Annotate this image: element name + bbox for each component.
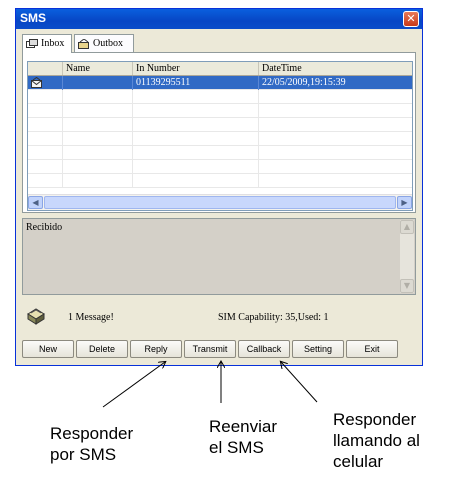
table-row (28, 132, 412, 146)
vertical-scrollbar[interactable]: ▲ ▼ (400, 220, 414, 293)
message-preview[interactable]: Recibido ▲ ▼ (22, 218, 416, 295)
list-header: Name In Number DateTime (28, 62, 412, 76)
table-row (28, 90, 412, 104)
tab-outbox[interactable]: Outbox (74, 34, 134, 52)
title-bar[interactable]: SMS ✕ (16, 9, 422, 29)
column-header-icon[interactable] (28, 62, 63, 75)
table-row (28, 146, 412, 160)
close-button[interactable]: ✕ (403, 11, 419, 27)
tab-inbox[interactable]: Inbox (22, 34, 72, 53)
status-bar: 1 Message! SIM Capability: 35,Used: 1 (22, 303, 416, 331)
row-number-cell: 01139295511 (133, 76, 259, 90)
row-datetime-cell: 22/05/2009,19:15:39 (262, 77, 346, 88)
envelope-icon (31, 76, 42, 88)
reply-arrow (102, 362, 165, 408)
message-text: Recibido (26, 222, 63, 233)
transmit-button[interactable]: Transmit (184, 340, 236, 358)
scroll-up-icon[interactable]: ▲ (400, 220, 414, 234)
message-list[interactable]: Name In Number DateTime 01139295511 22/0… (27, 61, 413, 211)
reply-button[interactable]: Reply (130, 340, 182, 358)
exit-button[interactable]: Exit (346, 340, 398, 358)
table-row (28, 104, 412, 118)
reply-caption: Responder por SMS (50, 424, 134, 464)
table-row[interactable]: 01139295511 22/05/2009,19:15:39 (28, 76, 412, 90)
callback-arrow (281, 362, 318, 403)
setting-button[interactable]: Setting (292, 340, 344, 358)
column-header-number[interactable]: In Number (133, 62, 259, 75)
sms-window: SMS ✕ Inbox Outbox Name In Number DateTi… (15, 8, 423, 366)
button-bar: New Delete Reply Transmit Callback Setti… (22, 340, 416, 360)
inbox-icon (26, 39, 38, 49)
scroll-right-icon[interactable]: ▶ (397, 196, 412, 209)
message-count: 1 Message! (68, 312, 114, 323)
horizontal-scrollbar[interactable]: ◀ ▶ (28, 194, 412, 210)
tab-inbox-label: Inbox (41, 38, 65, 49)
inbox-pane: Name In Number DateTime 01139295511 22/0… (22, 52, 416, 213)
delete-button[interactable]: Delete (76, 340, 128, 358)
callback-button[interactable]: Callback (238, 340, 290, 358)
row-icon-cell (28, 76, 63, 90)
outbox-icon (78, 37, 90, 49)
column-header-name[interactable]: Name (63, 62, 133, 75)
table-row (28, 160, 412, 174)
sim-card-icon (27, 308, 45, 325)
transmit-caption: Reenviar el SMS (209, 417, 278, 457)
sim-capability: SIM Capability: 35,Used: 1 (218, 312, 329, 323)
column-header-datetime[interactable]: DateTime (262, 63, 302, 74)
scroll-thumb[interactable] (44, 196, 396, 209)
new-button[interactable]: New (22, 340, 74, 358)
row-name-cell (63, 76, 133, 90)
callback-caption: Responder llamando al celular (333, 410, 420, 471)
scroll-down-icon[interactable]: ▼ (400, 279, 414, 293)
scroll-left-icon[interactable]: ◀ (28, 196, 43, 209)
window-title: SMS (20, 11, 47, 25)
tab-outbox-label: Outbox (93, 37, 123, 49)
table-row (28, 174, 412, 188)
table-row (28, 118, 412, 132)
